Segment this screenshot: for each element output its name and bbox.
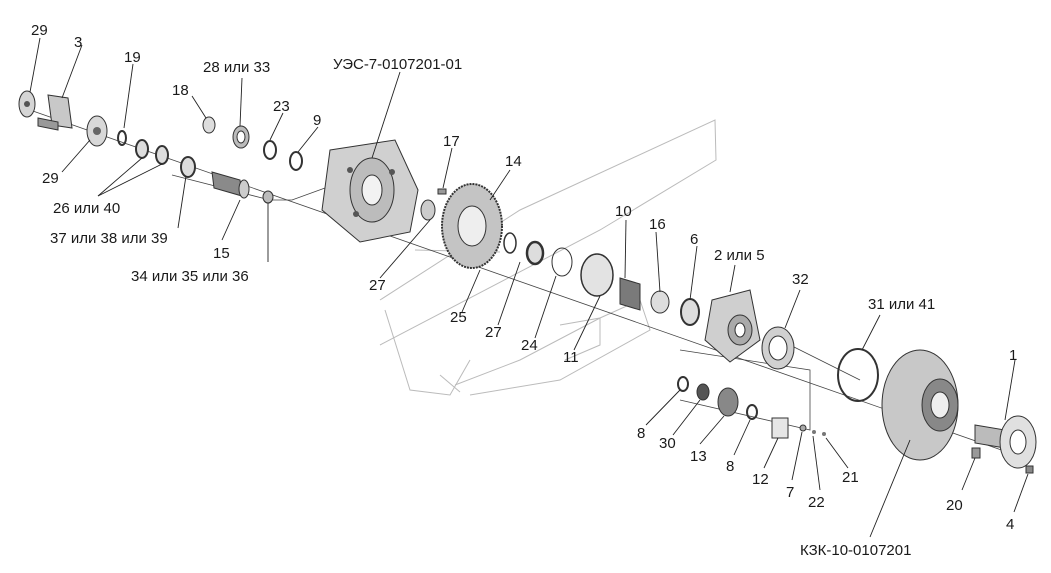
part-14-gear [420,183,503,269]
label-assembly-UES: УЭС-7-0107201-01 [333,56,462,73]
label-27-left: 27 [369,277,386,294]
part-labels: 29 3 19 29 26 или 40 37 или 38 или 39 18… [31,22,1017,559]
part-31-ring [837,348,879,402]
phantom-outlines [379,119,717,396]
label-30: 30 [659,435,676,452]
part-10-splined-bushing [619,277,700,326]
bearings-18-28-23-9 [202,116,303,171]
label-28-or-33: 28 или 33 [203,59,270,76]
label-32: 32 [792,271,809,288]
part-KZK-drum [881,349,959,461]
part-15-splined-shaft [211,171,274,204]
label-19: 19 [124,49,141,66]
label-26-or-40: 26 или 40 [53,200,120,217]
part-1-output-flange [971,415,1037,474]
label-3: 3 [74,34,82,51]
planet-set-lower [677,376,826,439]
part-29-left-flange [18,90,36,118]
part-32-seal [761,326,795,370]
label-34-35-36: 34 или 35 или 36 [131,268,249,285]
leader-lines [29,37,1029,538]
label-21: 21 [842,469,859,486]
label-assembly-KZK: КЗК-10-0107201 [800,542,911,559]
label-37-38-39: 37 или 38 или 39 [50,230,168,247]
label-31-or-41: 31 или 41 [868,296,935,313]
small-rings-left [117,130,196,178]
label-4: 4 [1006,516,1014,533]
label-17: 17 [443,133,460,150]
label-23: 23 [273,98,290,115]
label-27-right: 27 [485,324,502,341]
mid-rings-24-27 [503,232,614,297]
label-22: 22 [808,494,825,511]
label-11: 11 [563,349,579,366]
part-3-yoke [37,94,73,131]
label-16: 16 [649,216,666,233]
label-10: 10 [615,203,632,220]
label-14: 14 [505,153,522,170]
label-1: 1 [1009,347,1017,364]
label-13: 13 [690,448,707,465]
label-2-or-5: 2 или 5 [714,247,765,264]
label-6: 6 [690,231,698,248]
part-housing-UES [321,139,419,243]
label-8-left: 8 [637,425,645,442]
part-29-flange-disc [86,115,108,147]
label-20: 20 [946,497,963,514]
part-17-pin [437,188,447,195]
label-29-top: 29 [31,22,48,39]
assembly-axis [29,109,1031,461]
label-25: 25 [450,309,467,326]
label-24: 24 [521,337,538,354]
label-12: 12 [752,471,769,488]
label-7: 7 [786,484,794,501]
label-29-bottom: 29 [42,170,59,187]
label-18: 18 [172,82,189,99]
label-15: 15 [213,245,230,262]
part-2-carrier [704,289,761,363]
label-8-right: 8 [726,458,734,475]
label-9: 9 [313,112,321,129]
